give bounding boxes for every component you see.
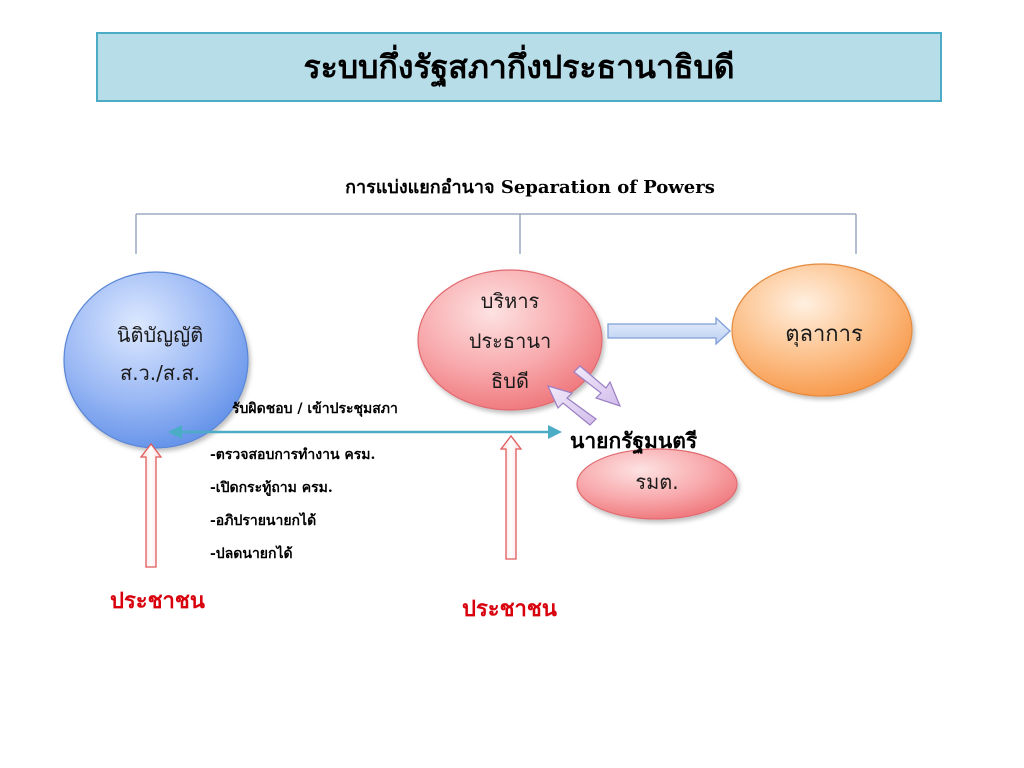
- legislative-members: ส.ว./ส.ส.: [119, 361, 201, 385]
- legislative-title: นิติบัญญัติ: [116, 323, 204, 347]
- people-right-arrow: [499, 434, 523, 560]
- separation-heading: การแบ่งแยกอำนาจ Separation of Powers: [345, 177, 715, 198]
- executive-circle: [417, 269, 603, 411]
- cabinet-label: รมต.: [635, 470, 679, 494]
- people-right-label: ประชาชน: [462, 596, 557, 622]
- executive-line2: ประธานา: [468, 329, 552, 353]
- cabinet-circle: [576, 448, 738, 520]
- duty-item: -ตรวจสอบการทำงาน ครม.: [210, 447, 376, 463]
- executive-label: บริหาร ประธานา ธิบดี: [420, 281, 600, 401]
- duty-item: -อภิปรายนายกได้: [210, 513, 317, 529]
- executive-to-judiciary-arrow: [607, 316, 731, 346]
- judiciary-label: ตุลาการ: [785, 322, 863, 347]
- people-left-arrow: [139, 442, 163, 568]
- pm-to-executive-arrow: [546, 385, 597, 426]
- executive-line3: ธิบดี: [491, 369, 529, 393]
- legislative-circle: [63, 271, 249, 449]
- judiciary-circle: [731, 263, 913, 397]
- duty-item: -เปิดกระทู้ถาม ครม.: [210, 480, 333, 496]
- separation-bracket: [135, 213, 857, 254]
- legislative-label: นิติบัญญัติ ส.ว./ส.ส.: [70, 316, 250, 392]
- page-title: ระบบกึ่งรัฐสภากึ่งประธานาธิบดี: [303, 47, 735, 86]
- prime-minister-label: นายกรัฐมนตรี: [570, 429, 698, 453]
- duty-list: -ตรวจสอบการทำงาน ครม. -เปิดกระทู้ถาม ครม…: [210, 444, 375, 576]
- people-left-label: ประชาชน: [110, 588, 205, 614]
- duty-item: -ปลดนายกได้: [210, 546, 293, 562]
- responsibility-label: รับผิดชอบ / เข้าประชุมสภา: [232, 401, 398, 417]
- executive-to-pm-arrow: [573, 365, 622, 407]
- responsibility-double-arrow: [168, 425, 562, 439]
- title-box: ระบบกึ่งรัฐสภากึ่งประธานาธิบดี: [96, 32, 942, 102]
- executive-title: บริหาร: [480, 289, 540, 313]
